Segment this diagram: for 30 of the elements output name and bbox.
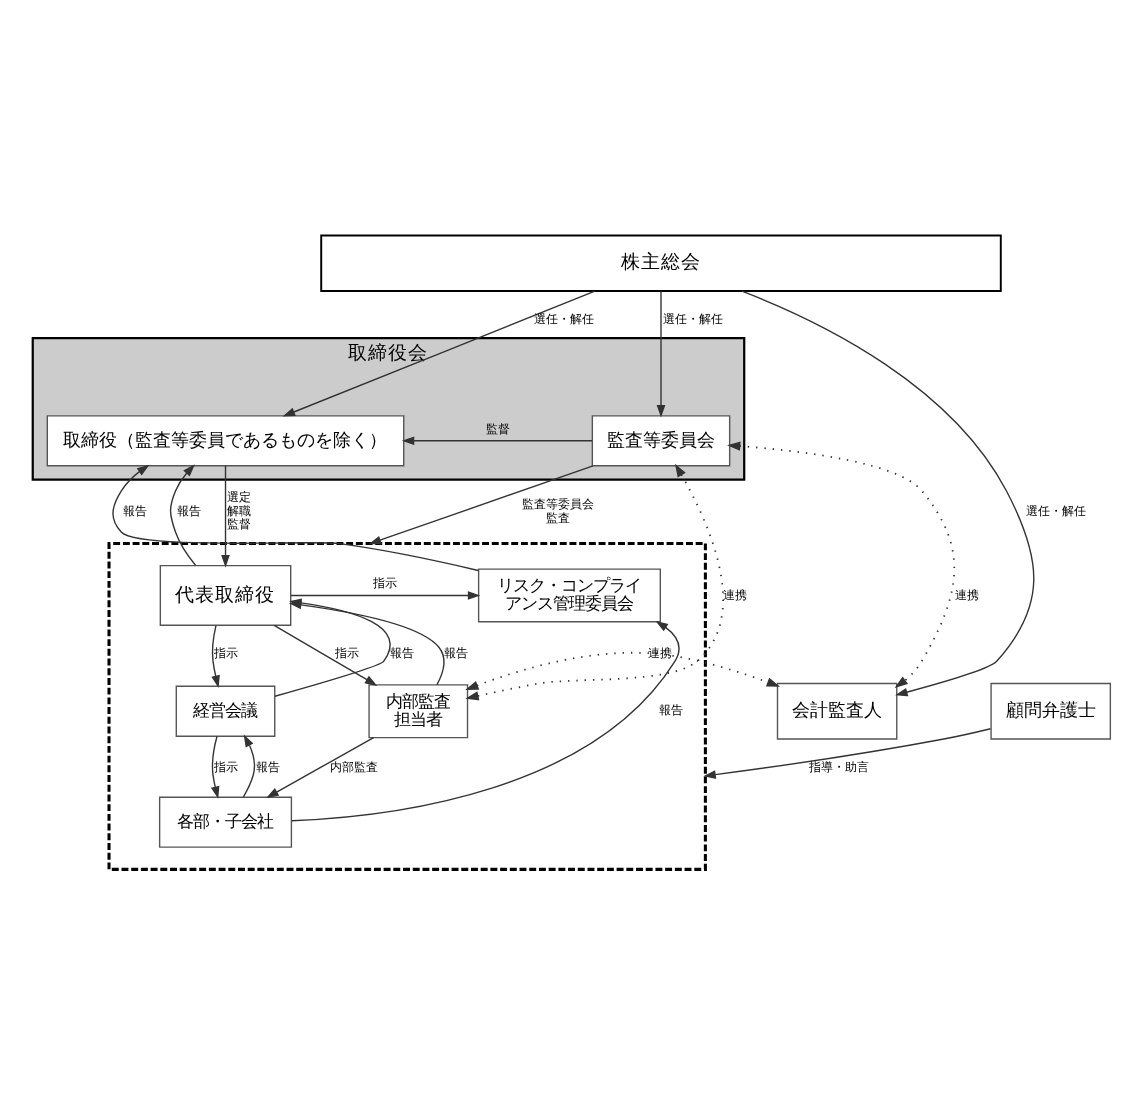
arrow (703, 728, 992, 779)
node-box: 監査等委員会 (591, 415, 731, 467)
arrow (290, 591, 481, 600)
node-box: リスク・コンプライアンス管理委員会 (477, 568, 661, 623)
arrow (465, 463, 724, 701)
node-box: 会計監査人 (776, 682, 898, 740)
node-box: 株主総会 (320, 234, 1002, 292)
node-box: 内部監査担当者 (368, 684, 469, 739)
node-box: 取締役（監査等委員であるものを除く） (46, 415, 405, 467)
arrow (291, 620, 680, 822)
arrow (727, 441, 956, 689)
node-box: 各部・子会社 (158, 796, 293, 848)
node-box: 経営会議 (175, 685, 276, 737)
arrow (242, 734, 256, 798)
arrow (401, 436, 593, 446)
node-box: 顧問弁護士 (990, 682, 1112, 740)
arrow (465, 651, 780, 691)
arrow (273, 624, 378, 686)
arrow (656, 290, 666, 418)
arrow (210, 735, 220, 799)
arrow (221, 465, 230, 568)
arrow (266, 737, 375, 798)
arrow (282, 290, 596, 417)
arrow (169, 464, 197, 566)
arrow (368, 465, 594, 545)
cluster (107, 541, 707, 871)
arrow (112, 464, 479, 572)
node-box: 代表取締役 (159, 564, 292, 626)
arrow (741, 290, 1035, 697)
arrow (211, 624, 220, 688)
